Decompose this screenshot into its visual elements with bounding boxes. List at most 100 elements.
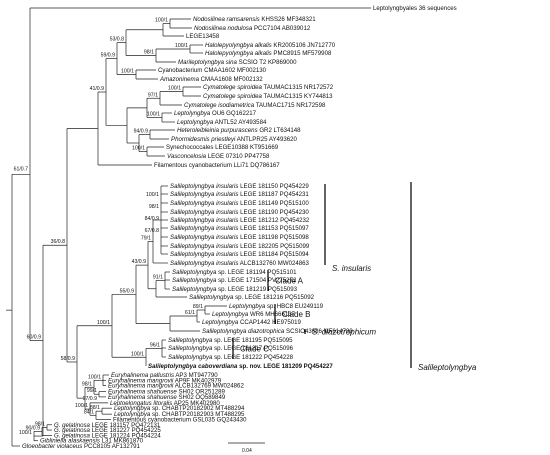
support-value: 100/1 [168,86,181,92]
taxon-label-part: Salileptolyngbya [172,269,217,276]
support-value: 55/0.9 [120,288,135,294]
taxon-label-part: G. gelatinosa [54,422,91,429]
taxon-label-part: Halolepyolyngbya alkalis [205,50,272,57]
support-value: 61/0.7 [14,166,29,172]
taxon-label-part: Cymatolege spiroidea [203,84,263,91]
support-value: 43/0.9 [132,259,147,265]
support-value: 98/1 [149,204,159,210]
taxon-label-part: ALCB132760 MW024863 [238,260,309,267]
support-value: 96/1 [150,343,160,349]
taxon-label-part: Cymatolege isodiametrica [184,102,255,109]
taxon-label-part: CMAA1608 MF002132 [199,76,263,83]
taxon-label-part: SCSIO43686 MF614799 [284,328,353,335]
support-value: 100/1 [19,430,32,436]
taxon-label-part: Salileptolyngbya [168,354,213,361]
taxon-label-part: sp. LEGE 181222 PQ454228 [212,354,293,361]
support-value: 59/0.9 [101,53,116,59]
taxon-label-part: Salileptolyngbya insularis [170,200,238,207]
support-value: 53/0.8 [110,37,125,43]
scale-bar-label: 0.04 [242,448,252,454]
taxon-label-part: ANTLPR25 AY493620 [235,136,297,143]
taxon-label: Salileptolyngbya insularis LEGE 182205 P… [170,243,310,250]
taxon-label-part: SCSIO T2 KP869000 [237,59,297,66]
taxon-label-part: Leptoelongatus litoralis [110,400,172,407]
taxon-label-part: Salileptolyngbya [172,286,217,293]
taxon-label-part: WR6 MH666137 [248,311,295,318]
taxon-label-part: LEGE 181212 PQ454232 [238,217,309,224]
support-value: 67/0.8 [145,228,160,234]
taxon-label-part: sp. LEGE 171504 PV275272 [216,277,297,284]
taxon-label-part: Leptolyngbya [114,411,151,418]
taxon-label-part: LEGE 181150 PQ454229 [238,183,309,190]
support-value: 58/0.9 [61,356,76,362]
taxon-label-part: AP9F MK402979 [173,377,221,384]
taxon-label: Amazoninema CMAA1608 MF002132 [159,76,263,83]
taxon-label: Leptoelongatus litoralis AP25 MK402980 [110,400,220,407]
support-value: 99/1 [87,388,97,394]
taxon-label-part: LEGE13458 [186,33,220,40]
taxon-label-part: LEGE 181187 PQ454231 [238,191,309,198]
taxon-label: Salileptolyngbya sp. LEGE 181222 PQ45422… [168,354,294,361]
taxon-label-part: LEGE 181149 PQ515100 [238,200,309,207]
taxon-label-part: SH02 OR251289 [177,389,226,396]
taxon-label: Leptolyngbya OU6 GQ162217 [174,110,257,117]
taxon-label: Salileptolyngbya insularis LEGE 181212 P… [170,217,310,224]
taxon-label: Leptolyngbya sp. CHABTP20182902 MT488294 [114,405,245,412]
taxon-label-part: Salileptolyngbya insularis [170,209,238,216]
taxon-label: Euryhalinema shahuense SH02 OR251289 [108,389,225,396]
taxon-label-part: KHSS26 MF348321 [260,16,317,23]
taxon-label: G. gelatinosa LEGE 181227 PQ454225 [54,427,161,434]
support-value: 100/1 [155,18,168,24]
taxon-label: Euryhalinema pallustris AP3 MT947790 [111,372,218,379]
taxon-label-part: sp. LEGE 181194 PQ515101 [216,269,297,276]
clade-label: Salileptolyngbya [418,363,477,372]
taxon-label-part: OU6 GQ162217 [210,110,256,117]
taxon-label-part: Filamentous cyanobacterium LLi71 DQ78616… [154,162,280,169]
taxon-label-part: ALCB132769 MW024862 [173,383,244,390]
taxon-label: G. gelatinosa LEGE 181224 PQ454224 [54,432,161,439]
taxon-label-part: Amazoninema [159,76,200,83]
taxon-label-part: Salileptolyngbya [189,294,234,301]
support-value: 79/1 [141,236,151,242]
taxon-label: Halolepyolyngbya alkalis PMC8915 MF57990… [205,50,332,57]
support-value: 100/1 [121,69,134,75]
taxon-label: Halolepyolyngbya alkalis KR2005106 JN712… [205,42,336,49]
taxon-label-part: Cymatolege spiroidea [203,93,263,100]
taxon-label-part: Cyanobacterium CMAA1602 MF002130 [158,67,267,74]
taxon-label-part: SH02 OQ589849 [177,394,226,401]
taxon-label-part: Leptolyngbya [202,319,239,326]
taxon-label-part: L31 MK861870 [100,438,144,445]
taxon-label: Leptolyngbya sp. CHABTP20182903 MT488295 [114,411,245,418]
taxon-label-part: Vasconcelosia [167,153,207,160]
taxon-label-part: Leptolyngbya [177,119,214,126]
taxon-label: Salileptolyngbya sp. LEGE 181194 PQ51510… [172,269,297,276]
taxon-label: Leptolyngbya WR6 MH666137 [212,311,296,318]
taxon-label-part: Salileptolyngbya insularis [170,183,238,190]
taxon-label: Salileptolyngbya insularis ALCB132760 MW… [170,260,310,267]
taxon-label-part: sp. HBC8 EU249119 [265,303,323,310]
taxon-label: Salileptolyngbya insularis LEGE 181190 P… [170,209,309,216]
taxon-label-part: LEGE 182205 PQ515099 [238,243,309,250]
clade-label: Clade B [282,310,310,319]
taxon-label-part: Filamentous cyanobacterium GSL035 GQ2434… [113,416,247,423]
taxon-label-part: Euryhalinema shahuense [108,394,177,401]
taxon-label-part: Salileptolyngbya [168,345,213,352]
taxon-label-part: Leptolyngbya [229,303,266,310]
taxon-label: Salileptolyngbya insularis LEGE 181149 P… [170,200,309,207]
taxon-label: Euryhalinema mangrovii ALCB132769 MW0248… [108,383,244,390]
support-value: 100/1 [131,351,144,357]
taxon-label: Filamentous cyanobacterium GSL035 GQ2434… [113,416,247,423]
support-value: 100/1 [132,146,145,152]
taxon-label: Salileptolyngbya sp. LEGE 181217 PQ51509… [168,345,294,352]
taxon-label-part: Salileptolyngbya [168,337,213,344]
taxon-label-part: Salileptolyngbya insularis [170,191,238,198]
taxon-label: Salileptolyngbya insularis LEGE 181184 P… [170,251,309,258]
taxon-label-part: Salileptolyngbya insularis [170,217,238,224]
support-value: 98/1 [82,381,92,387]
taxon-label-part: Salileptolyngbya caboverdiana [148,363,238,370]
taxon-label: Cyanobacterium CMAA1602 MF002130 [158,67,267,74]
taxon-label-part: Nodosilinea ramsarensis [193,16,260,23]
taxon-label: Synechococcales LEGE10388 KT951669 [166,144,279,151]
tree-labels: Leptolyngbyales 36 sequencesNodosilinea … [22,5,457,450]
